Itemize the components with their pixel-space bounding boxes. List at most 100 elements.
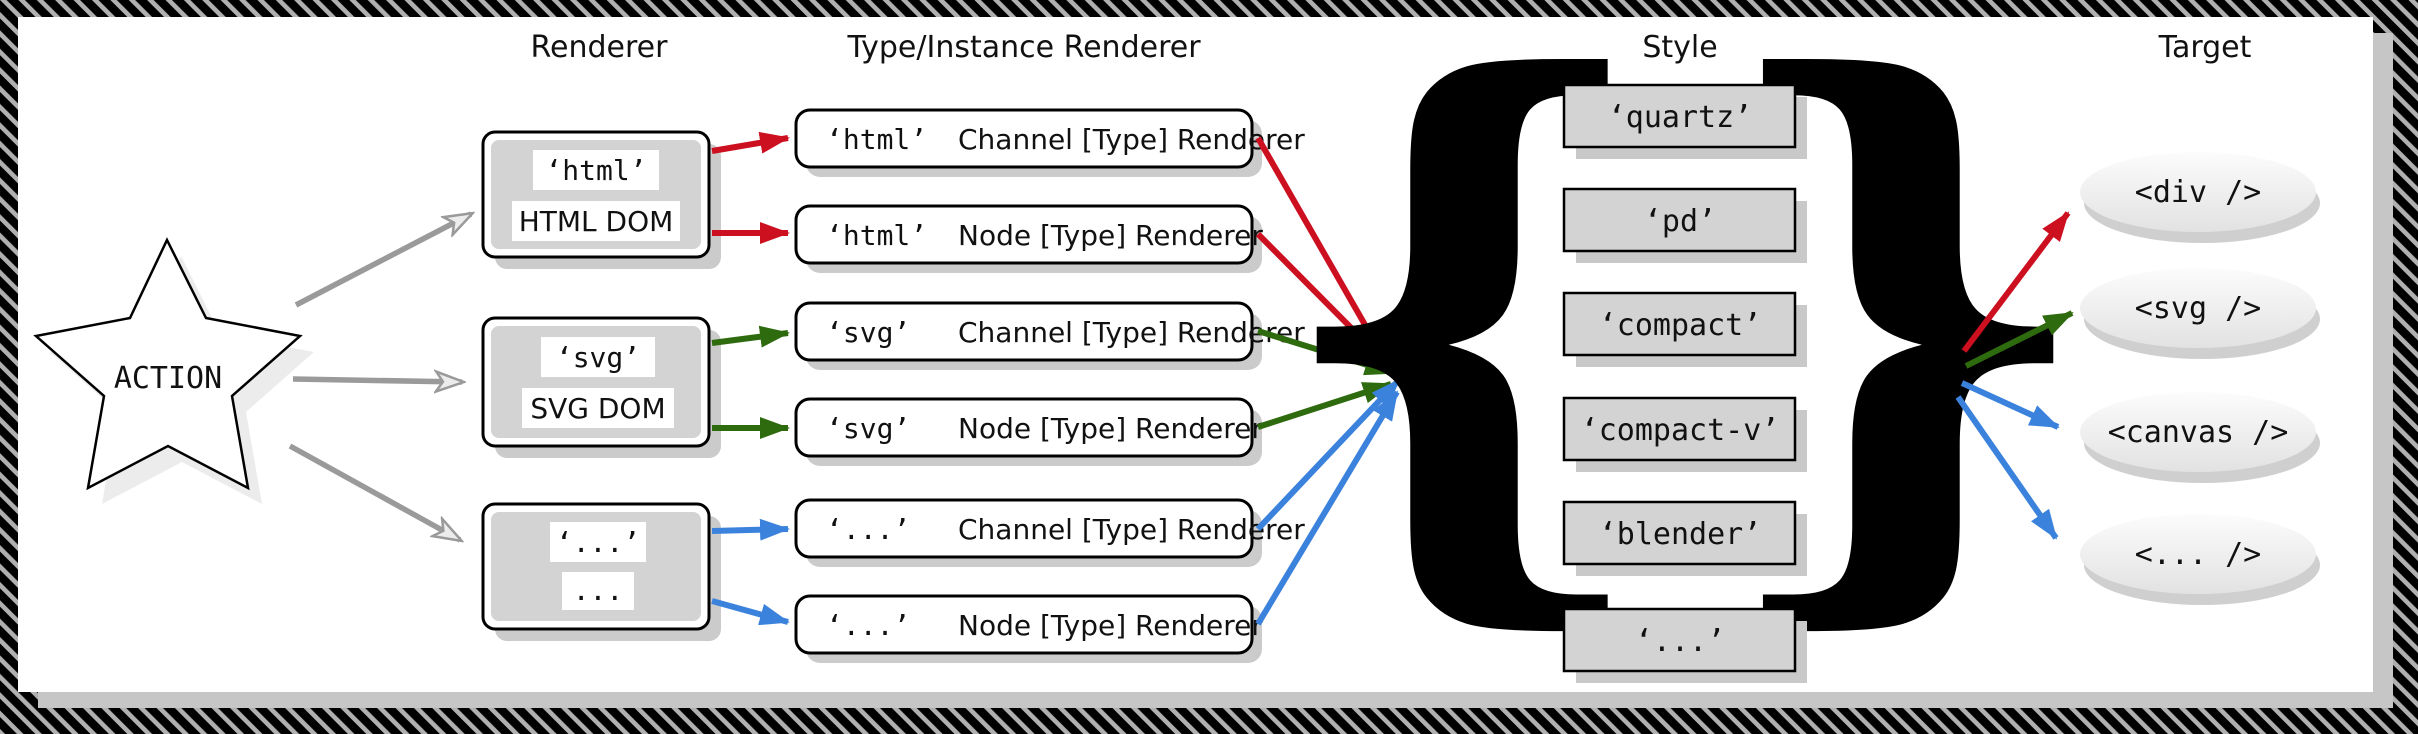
target-label: <... /> <box>2135 537 2261 572</box>
label-chip <box>512 201 680 241</box>
target-label: <svg /> <box>2135 291 2261 326</box>
box-frame <box>1562 291 1797 357</box>
label-chip <box>533 150 659 190</box>
renderer-box-svg: ‘svg’ SVG DOM <box>481 316 721 458</box>
type-label: Channel [Type] Renderer <box>958 513 1305 546</box>
type-box-4: ‘svg’ Node [Type] Renderer <box>794 397 1263 466</box>
box-frame <box>1562 187 1797 253</box>
style-label: ‘compact’ <box>1599 308 1762 343</box>
type-label: Node [Type] Renderer <box>958 219 1263 252</box>
renderer-dom: HTML DOM <box>519 205 674 238</box>
box-frame <box>1562 396 1797 462</box>
style-label: ‘blender’ <box>1599 517 1762 552</box>
brace-to-target-arrows <box>1955 211 2074 540</box>
column-header-target: Target <box>2158 30 2252 65</box>
node-shape <box>2080 152 2316 232</box>
type-to-brace-arrows <box>1255 136 1402 626</box>
arrow-etc-node <box>711 598 790 626</box>
label-chip <box>522 388 674 428</box>
column-header-type-instance: Type/Instance Renderer <box>846 30 1201 65</box>
arrow-target-canvas <box>1960 380 2060 430</box>
arrow-converge-green-2 <box>1257 381 1393 430</box>
renderer-code: ‘svg’ <box>556 341 640 374</box>
target-canvas: <canvas /> <box>2080 392 2320 483</box>
action-label: ACTION <box>114 361 222 396</box>
style-box-compact: ‘compact’ <box>1562 291 1807 367</box>
type-code: ‘...’ <box>826 609 910 642</box>
box-frame <box>1562 607 1797 673</box>
renderer-box-etc: ‘...’ ... <box>481 502 721 641</box>
style-label: ‘compact-v’ <box>1581 413 1780 448</box>
node-shape <box>2080 514 2316 594</box>
renderer-to-type-arrows <box>711 131 790 626</box>
renderer-box-html: ‘html’ HTML DOM <box>481 130 721 269</box>
type-code: ‘svg’ <box>826 412 910 445</box>
renderer-dom: ... <box>573 574 624 607</box>
arrow-html-channel <box>711 131 790 154</box>
type-box-2: ‘html’ Node [Type] Renderer <box>794 204 1263 273</box>
box-fill <box>491 512 701 621</box>
box-frame <box>1562 83 1797 149</box>
renderer-code: ‘html’ <box>545 154 646 187</box>
type-renderer-boxes: ‘html’ Channel [Type] Renderer ‘html’ No… <box>794 108 1305 663</box>
type-box-6: ‘...’ Node [Type] Renderer <box>794 594 1263 663</box>
arrow-converge-blue-2 <box>1255 390 1400 626</box>
style-box-etc: ‘...’ <box>1562 607 1807 683</box>
arrow-etc-channel <box>711 518 790 541</box>
target-nodes: <div /> <svg /> <canvas /> <... /> <box>2080 152 2320 605</box>
arrow-converge-red-2 <box>1255 231 1390 367</box>
renderer-dom: SVG DOM <box>530 392 665 425</box>
type-label: Channel [Type] Renderer <box>958 123 1305 156</box>
node-shape <box>2080 268 2316 348</box>
box-frame <box>1562 500 1797 566</box>
arrow-converge-red-1 <box>1255 136 1383 353</box>
style-box-pd: ‘pd’ <box>1562 187 1807 263</box>
column-header-renderer: Renderer <box>531 30 669 65</box>
arrow-converge-green-1 <box>1257 328 1395 376</box>
type-code: ‘svg’ <box>826 316 910 349</box>
box-frame <box>794 108 1254 169</box>
type-code: ‘html’ <box>826 219 927 252</box>
node-shape <box>2080 392 2316 472</box>
target-label: <div /> <box>2135 175 2261 210</box>
style-label: ‘quartz’ <box>1608 100 1753 135</box>
type-label: Channel [Type] Renderer <box>958 316 1305 349</box>
type-box-3: ‘svg’ Channel [Type] Renderer <box>794 301 1305 370</box>
action-to-renderer-arrows <box>288 214 471 540</box>
renderer-code: ‘...’ <box>556 526 640 559</box>
arrow-action-svg <box>292 379 462 382</box>
style-label: ‘pd’ <box>1644 204 1716 239</box>
style-box-blender: ‘blender’ <box>1562 500 1807 576</box>
arrow-action-etc <box>288 443 460 540</box>
action-star: ACTION <box>33 237 314 504</box>
type-label: Node [Type] Renderer <box>958 412 1263 445</box>
box-frame <box>794 498 1254 559</box>
target-div: <div /> <box>2080 152 2320 243</box>
arrow-svg-channel <box>711 325 790 348</box>
arrow-target-svg <box>1964 310 2074 369</box>
arrow-target-div <box>1961 211 2071 353</box>
style-box-quartz: ‘quartz’ <box>1562 83 1807 159</box>
arrow-target-etc <box>1955 395 2059 540</box>
target-label: <canvas /> <box>2108 415 2289 450</box>
box-frame <box>794 594 1254 655</box>
style-label: ‘...’ <box>1635 624 1725 659</box>
type-code: ‘...’ <box>826 513 910 546</box>
column-header-style: Style <box>1642 30 1717 65</box>
box-frame <box>794 204 1254 265</box>
label-chip <box>562 572 634 610</box>
target-svg: <svg /> <box>2080 268 2320 359</box>
type-box-1: ‘html’ Channel [Type] Renderer <box>794 108 1305 177</box>
label-chip <box>541 337 655 377</box>
box-frame <box>794 301 1254 362</box>
type-box-5: ‘...’ Channel [Type] Renderer <box>794 498 1305 567</box>
action-star-shape <box>33 237 303 491</box>
style-boxes: ‘quartz’ ‘pd’ ‘compact’ ‘compact-v’ ‘ble… <box>1562 83 1807 683</box>
target-etc: <... /> <box>2080 514 2320 605</box>
type-code: ‘html’ <box>826 123 927 156</box>
style-box-compact-v: ‘compact-v’ <box>1562 396 1807 472</box>
arrow-action-html <box>294 214 471 308</box>
label-chip <box>550 522 646 562</box>
